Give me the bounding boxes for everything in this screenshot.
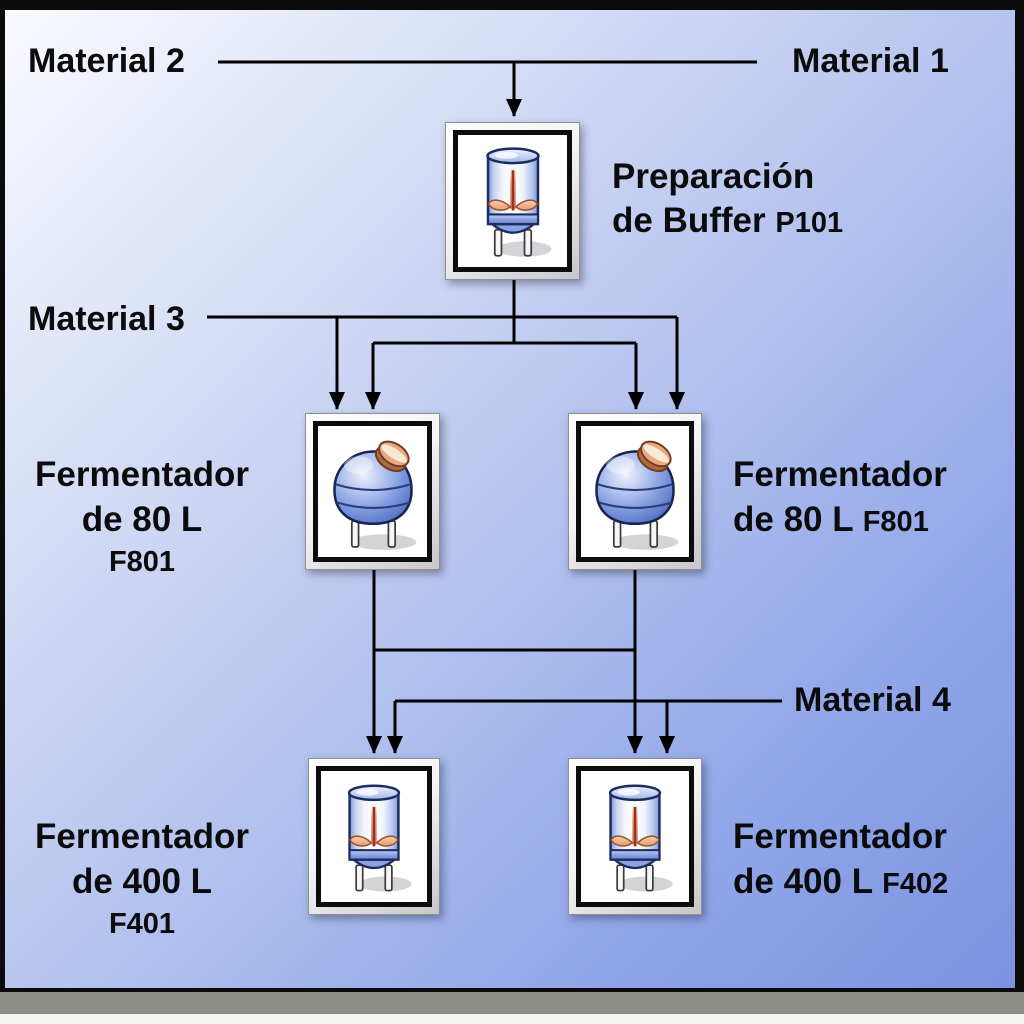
f80r-name-line1: Fermentador: [733, 455, 947, 494]
material-4-label: Material 4: [794, 681, 951, 719]
fermenter-80l-left-label: Fermentador de 80 L F801: [16, 452, 268, 582]
f80l-tag: F801: [108, 546, 176, 578]
stirred-tank-icon: [588, 777, 682, 897]
f80l-name-line1: Fermentador: [35, 455, 249, 494]
fermenter-400l-right-label: Fermentador de 400 L F402: [733, 814, 948, 907]
f400l-tag: F401: [108, 908, 176, 940]
fermenter-400l-left-frame: [316, 766, 432, 907]
buffer-name-line1: Preparación: [612, 157, 815, 196]
fermenter-80l-right-frame: [576, 421, 694, 562]
stirred-tank-icon: [327, 777, 421, 897]
f400l-name-line1: Fermentador: [35, 817, 249, 856]
fermenter-400l-right-box: [568, 758, 702, 915]
bottom-light-strip: [0, 1014, 1024, 1024]
f400r-name-line1: Fermentador: [733, 817, 947, 856]
stirred-tank-icon: [465, 141, 561, 261]
buffer-tag: P101: [775, 207, 844, 239]
material-1-label: Material 1: [792, 42, 949, 80]
fermenter-400l-right-frame: [576, 766, 694, 907]
material-3-label: Material 3: [28, 300, 185, 338]
f80r-tag: F801: [862, 506, 929, 538]
f400r-tag: F402: [882, 868, 949, 900]
dome-tank-icon: [582, 432, 688, 552]
f400l-name-line2: de 400 L: [71, 862, 213, 901]
material-2-label: Material 2: [28, 42, 185, 80]
bottom-gray-bar: [0, 992, 1024, 1014]
fermenter-400l-left-box: [308, 758, 440, 915]
fermenter-80l-left-frame: [313, 421, 432, 562]
buffer-name-line2: de Buffer: [612, 201, 766, 240]
dome-tank-icon: [320, 432, 426, 552]
fermenter-80l-left-box: [305, 413, 440, 570]
f80r-name-line2: de 80 L: [733, 500, 853, 539]
buffer-prep-vessel-box: [445, 122, 580, 280]
fermenter-80l-right-box: [568, 413, 702, 570]
f400r-name-line2: de 400 L: [733, 862, 873, 901]
f80l-name-line2: de 80 L: [81, 500, 203, 539]
fermenter-400l-left-label: Fermentador de 400 L F401: [16, 814, 268, 944]
buffer-prep-label: Preparación de Buffer P101: [612, 155, 843, 245]
buffer-prep-vessel-frame: [453, 130, 572, 272]
fermenter-80l-right-label: Fermentador de 80 L F801: [733, 452, 947, 545]
